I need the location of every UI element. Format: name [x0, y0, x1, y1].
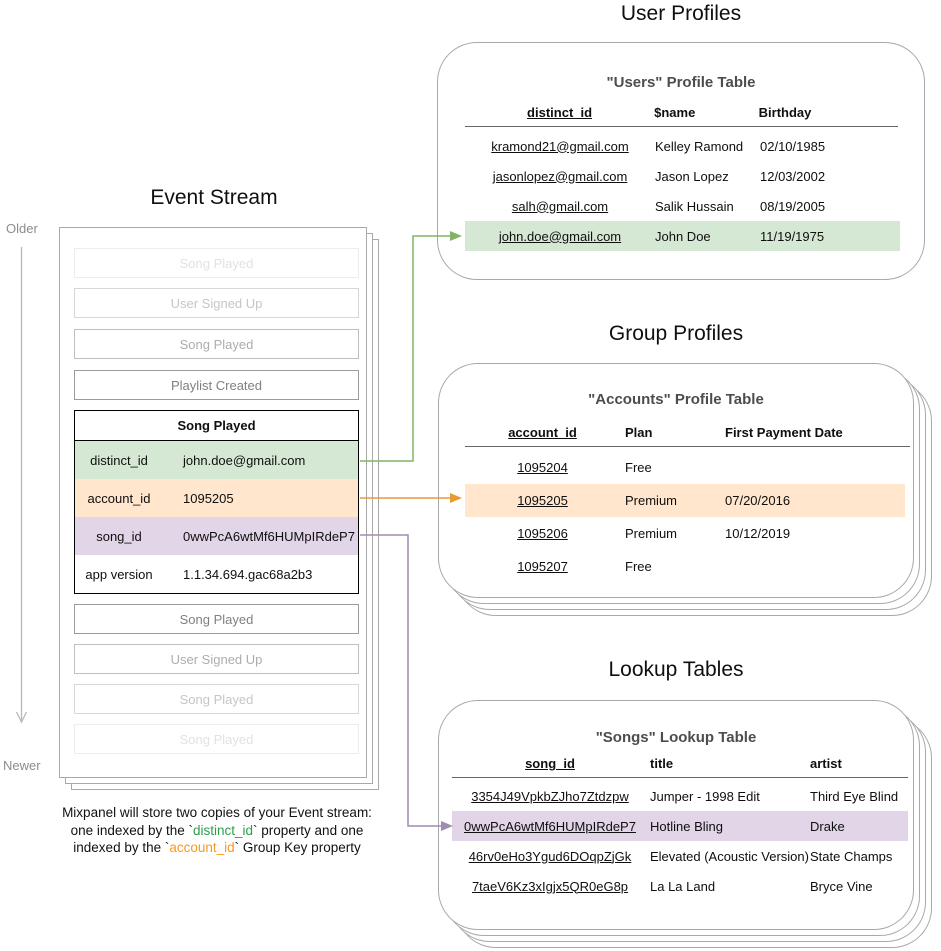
songs-table-header: song_id title artist [452, 752, 908, 778]
column-header: Birthday [758, 105, 812, 120]
user-profiles-title: User Profiles [620, 2, 742, 25]
newer-label: Newer [3, 758, 41, 773]
column-header: First Payment Date [725, 425, 843, 440]
event-item: Song Played [74, 724, 359, 754]
column-header: $name [654, 105, 696, 120]
property-key: song_id [96, 528, 142, 544]
column-header: song_id [525, 756, 575, 771]
users-table-header: distinct_id $name Birthday [465, 101, 898, 127]
event-item: User Signed Up [74, 644, 359, 674]
property-value: 1.1.34.694.gac68a2b3 [183, 566, 313, 582]
table-row-highlighted-green: john.doe@gmail.com John Doe 11/19/1975 [465, 221, 900, 251]
table-row-highlighted-orange: 1095205 Premium 07/20/2016 [465, 484, 905, 517]
distinct-id-token: distinct_id [192, 822, 254, 838]
event-stream-caption: Mixpanel will store two copies of your E… [62, 805, 372, 855]
accounts-card-title: "Accounts" Profile Table [588, 391, 764, 408]
active-event-name: Song Played [75, 411, 358, 441]
event-item: Song Played [74, 684, 359, 714]
property-value: 0wwPcA6wtMf6HUMpIRdeP7 [183, 528, 355, 544]
active-event-card: Song Played distinct_id john.doe@gmail.c… [74, 410, 359, 594]
table-row: 7taeV6Kz3xIgjx5QR0eG8p La La Land Bryce … [471, 878, 873, 894]
accounts-profile-card [438, 363, 914, 598]
event-item: Playlist Created [74, 370, 359, 400]
accounts-table: 1095204 Free 1095205 Premium 07/20/2016 … [465, 451, 905, 583]
table-row: 1095206 Premium 10/12/2019 [517, 526, 791, 541]
table-row: salh@gmail.com Salik Hussain 08/19/2005 [511, 198, 826, 214]
table-row: 3354J49VpkbZJho7Ztdzpw Jumper - 1998 Edi… [471, 788, 899, 804]
event-property-row-song-id: song_id 0wwPcA6wtMf6HUMpIRdeP7 [75, 517, 358, 555]
table-row: 1095207 Free [517, 559, 652, 574]
caption-line1: Mixpanel will store two copies of your E… [62, 805, 372, 820]
accounts-table-header: account_id Plan First Payment Date [465, 421, 910, 447]
table-row: 1095204 Free [517, 460, 652, 475]
property-key: app version [85, 566, 153, 582]
property-key: distinct_id [90, 452, 148, 468]
older-label: Older [6, 221, 38, 236]
column-header: distinct_id [527, 105, 593, 120]
property-key: account_id [87, 490, 151, 506]
group-profiles-title: Group Profiles [608, 322, 744, 345]
property-value: john.doe@gmail.com [183, 452, 306, 468]
column-header: artist [810, 756, 842, 771]
event-item: User Signed Up [74, 288, 359, 318]
event-item: Song Played [74, 329, 359, 359]
property-value: 1095205 [183, 490, 234, 506]
account-id-token: account_id [169, 840, 235, 855]
table-row: 46rv0eHo3Ygud6DOqpZjGk Elevated (Acousti… [468, 848, 893, 864]
column-header: title [650, 756, 674, 771]
users-card-title: "Users" Profile Table [606, 74, 756, 91]
event-stream-title: Event Stream [150, 186, 278, 209]
users-table: kramond21@gmail.com Kelley Ramond 02/10/… [465, 131, 900, 251]
lookup-tables-title: Lookup Tables [608, 658, 744, 681]
event-item: Song Played [74, 604, 359, 634]
event-property-row-account-id: account_id 1095205 [75, 479, 358, 517]
songs-table: 3354J49VpkbZJho7Ztdzpw Jumper - 1998 Edi… [452, 781, 908, 901]
event-item: Song Played [74, 248, 359, 278]
timeline-arrow [15, 247, 28, 724]
event-property-row-distinct-id: distinct_id john.doe@gmail.com [75, 441, 358, 479]
table-row: jasonlopez@gmail.com Jason Lopez 12/03/2… [492, 168, 826, 184]
songs-card-title: "Songs" Lookup Table [595, 729, 757, 746]
table-row-highlighted-purple: 0wwPcA6wtMf6HUMpIRdeP7 Hotline Bling Dra… [452, 811, 908, 841]
event-property-row-app-version: app version 1.1.34.694.gac68a2b3 [75, 555, 358, 593]
table-row: kramond21@gmail.com Kelley Ramond 02/10/… [491, 138, 826, 154]
column-header: account_id [508, 425, 577, 440]
column-header: Plan [625, 425, 653, 440]
